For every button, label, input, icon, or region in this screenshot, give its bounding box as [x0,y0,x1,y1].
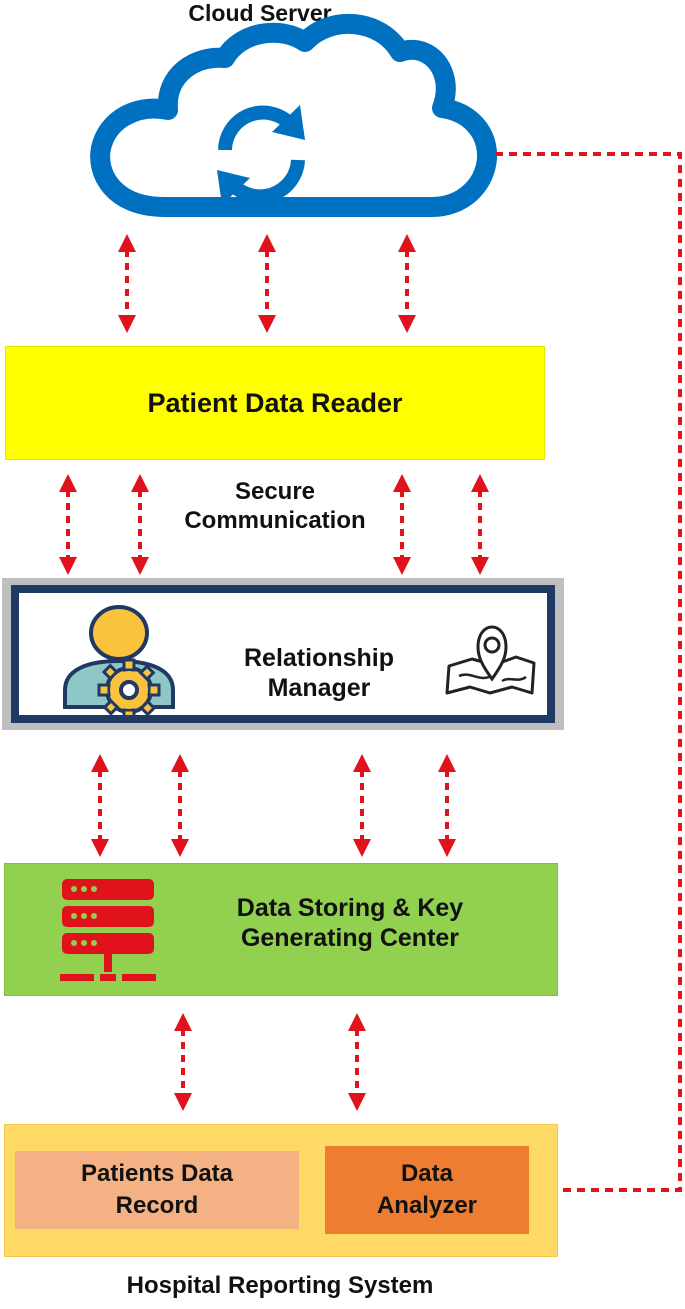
data-analyzer-box: Data Analyzer [325,1146,529,1234]
arrow-reader-manager-2 [131,474,149,575]
arrow-manager-storing-3 [353,754,371,857]
patients-data-record-label: Patients Data Record [81,1158,233,1223]
relationship-manager-box: Relationship Manager [2,578,564,730]
da-line-2: Analyzer [376,1192,478,1219]
data-analyzer-label: Data Analyzer [377,1158,477,1223]
feedback-dashed-line [492,152,682,1192]
store-line-1: Data Storing & Key [236,894,464,922]
rm-line-1: Relationship [243,644,394,672]
map-pin-icon [445,625,536,695]
arrow-cloud-reader-1 [118,234,136,333]
arrow-reader-manager-3 [393,474,411,575]
arrow-cloud-reader-2 [258,234,276,333]
arrow-manager-storing-1 [91,754,109,857]
pdr-line-1: Patients Data [80,1159,234,1187]
hospital-reporting-title: Hospital Reporting System [126,1272,434,1299]
patient-data-reader-box: Patient Data Reader [5,346,545,460]
arrow-manager-storing-4 [438,754,456,857]
arrow-manager-storing-2 [171,754,189,857]
patients-data-record-box: Patients Data Record [15,1151,299,1229]
arrow-reader-manager-1 [59,474,77,575]
store-line-2: Generating Center [240,924,460,952]
user-gear-icon [63,605,175,715]
cloud-server-title: Cloud Server [188,0,332,26]
secure-communication-label: Secure Communication [160,478,390,536]
rm-line-2: Manager [267,674,371,702]
arrow-reader-manager-4 [471,474,489,575]
data-storing-center-label: Data Storing & Key Generating Center [190,893,510,953]
patient-data-reader-label: Patient Data Reader [147,387,403,418]
arrow-storing-hospital-2 [348,1013,366,1111]
da-line-1: Data [400,1159,453,1187]
pdr-line-2: Record [115,1192,199,1219]
arrow-storing-hospital-1 [174,1013,192,1111]
arrow-cloud-reader-3 [398,234,416,333]
secure-line-1: Secure [234,478,316,505]
secure-line-2: Communication [184,506,366,534]
relationship-manager-label: Relationship Manager [189,643,449,703]
